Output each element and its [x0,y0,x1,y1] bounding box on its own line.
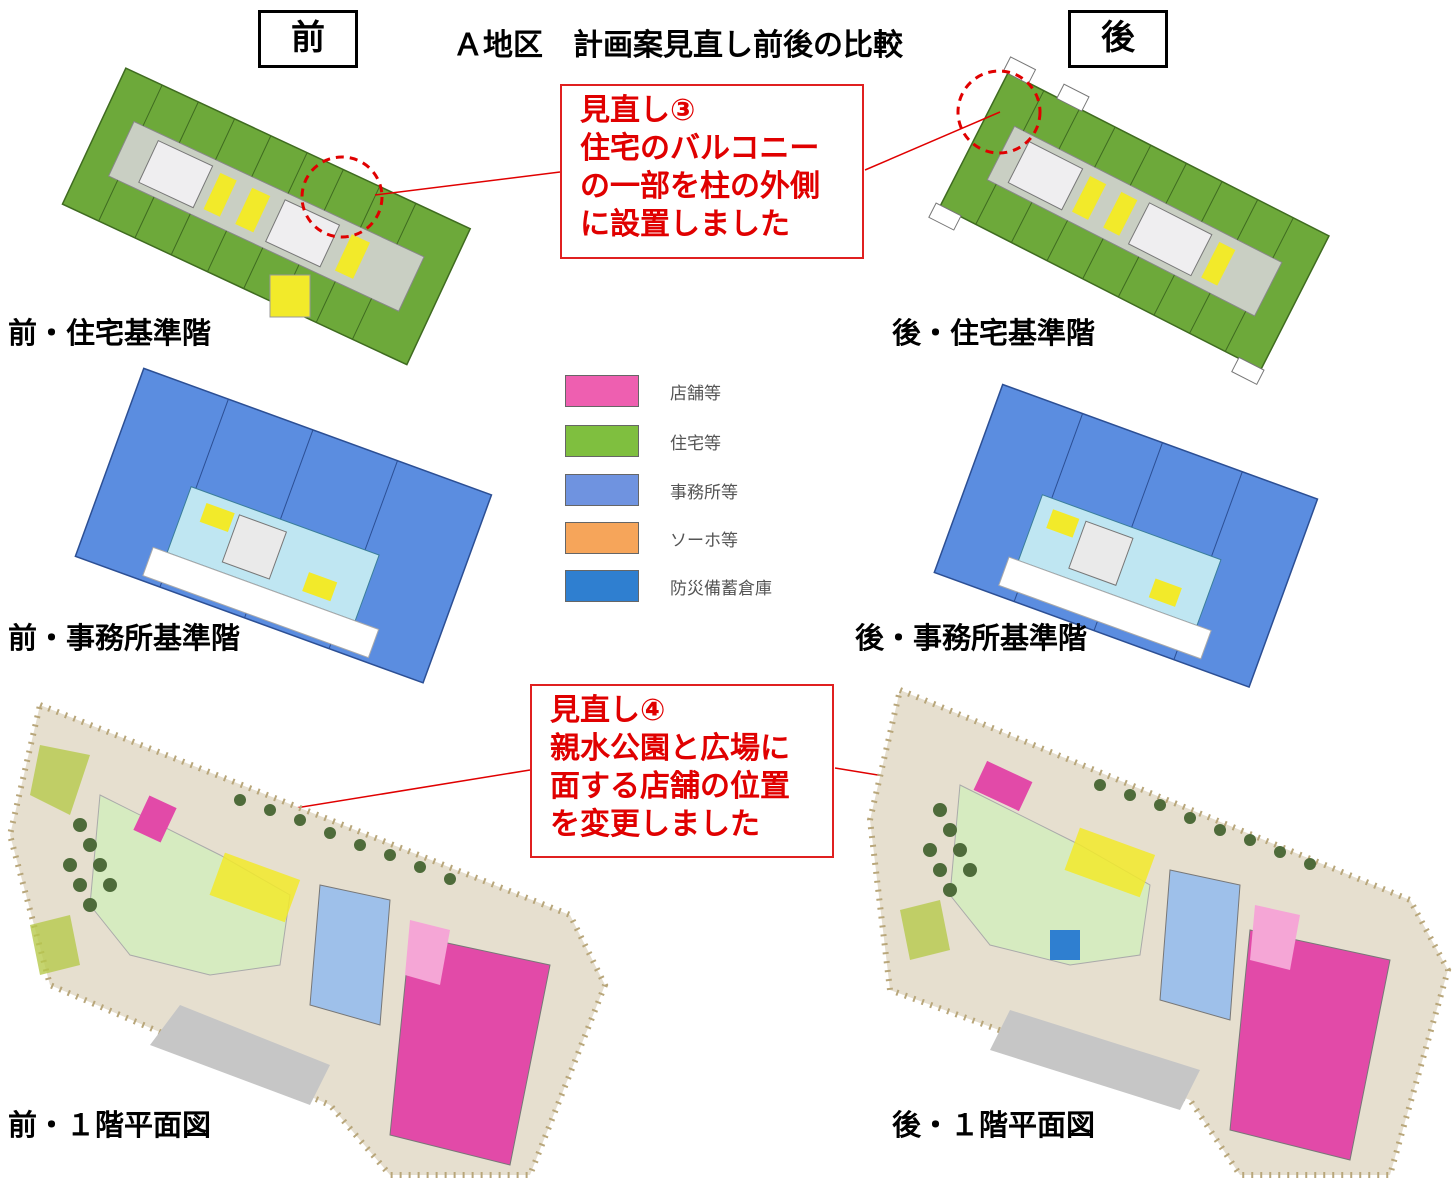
legend-item: 店舗等 [565,375,825,409]
before-residential-plan [61,67,472,366]
revision3-after-marker [956,69,1042,155]
after-first-floor-caption: 後・１階平面図 [892,1108,1096,1142]
legend-swatch-storage [565,570,639,602]
before-first-floor-caption: 前・１階平面図 [8,1108,212,1142]
legend-label: 事務所等 [670,483,738,503]
revision4-callout: 見直し④ 親水公園と広場に 面する店舗の位置 を変更しました [530,684,834,858]
legend-swatch-soho [565,522,639,554]
legend-swatch-retail [565,375,639,407]
after-office-plan [933,383,1319,688]
revision4-line-4: を変更しました [550,807,760,842]
revision3-callout: 見直し③ 住宅のバルコニー の一部を柱の外側 に設置しました [560,84,864,259]
legend-label: 防災備蓄倉庫 [670,579,772,599]
revision3-line-3: の一部を柱の外側 [580,169,820,204]
legend-label: 店舗等 [670,384,721,404]
legend-swatch-office [565,474,639,506]
before-residential-caption: 前・住宅基準階 [8,316,212,350]
legend-item: 事務所等 [565,474,825,508]
after-residential-plan [928,56,1330,386]
legend-item: 防災備蓄倉庫 [565,570,825,604]
before-office-caption: 前・事務所基準階 [8,621,241,655]
revision3-line-2: 住宅のバルコニー [580,131,820,166]
before-label: 前 [258,10,358,68]
after-residential-caption: 後・住宅基準階 [892,316,1096,350]
revision4-line-2: 親水公園と広場に [550,731,790,766]
revision4-line-3: 面する店舗の位置 [550,769,790,804]
revision3-before-marker [300,155,384,239]
before-office-plan [74,367,493,684]
before-site-plan [6,700,609,1178]
page-title: Ａ地区 計画案見直し前後の比較 [453,28,903,63]
revision3-line-4: に設置しました [580,207,790,242]
after-office-caption: 後・事務所基準階 [855,621,1088,655]
after-site-plan [866,685,1452,1178]
after-label: 後 [1068,10,1168,68]
legend-label: 住宅等 [670,434,721,454]
revision4-line-1: 見直し④ [550,693,666,728]
legend-label: ソーホ等 [670,531,738,551]
legend-item: ソーホ等 [565,522,825,556]
legend-swatch-residential [565,425,639,457]
revision3-line-1: 見直し③ [580,93,696,128]
legend-item: 住宅等 [565,425,825,459]
